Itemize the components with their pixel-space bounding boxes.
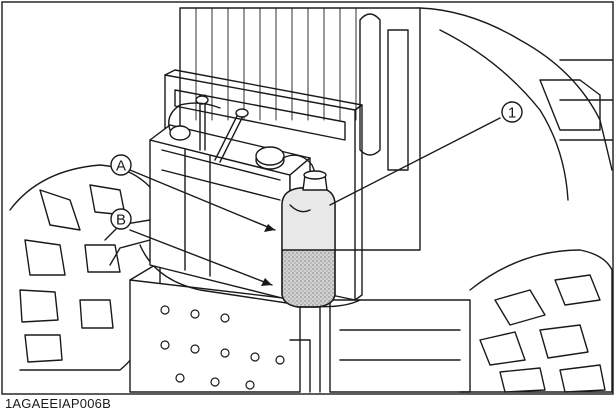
tractor-body [419, 7, 613, 201]
figure-code: 1AGAEEIAP006B [5, 396, 111, 411]
left-tire [9, 164, 161, 371]
callout-1: 1 [501, 101, 523, 123]
callout-1-label: 1 [508, 105, 516, 122]
battery [149, 94, 317, 301]
callout-a: A [110, 154, 132, 176]
callout-b-label: B [116, 212, 126, 229]
callout-b: B [110, 208, 132, 230]
callout-a-label: A [116, 158, 126, 175]
right-tire [459, 249, 613, 393]
frame-border [1, 1, 614, 395]
leader-lines [129, 117, 501, 286]
reserve-tank [281, 170, 336, 308]
